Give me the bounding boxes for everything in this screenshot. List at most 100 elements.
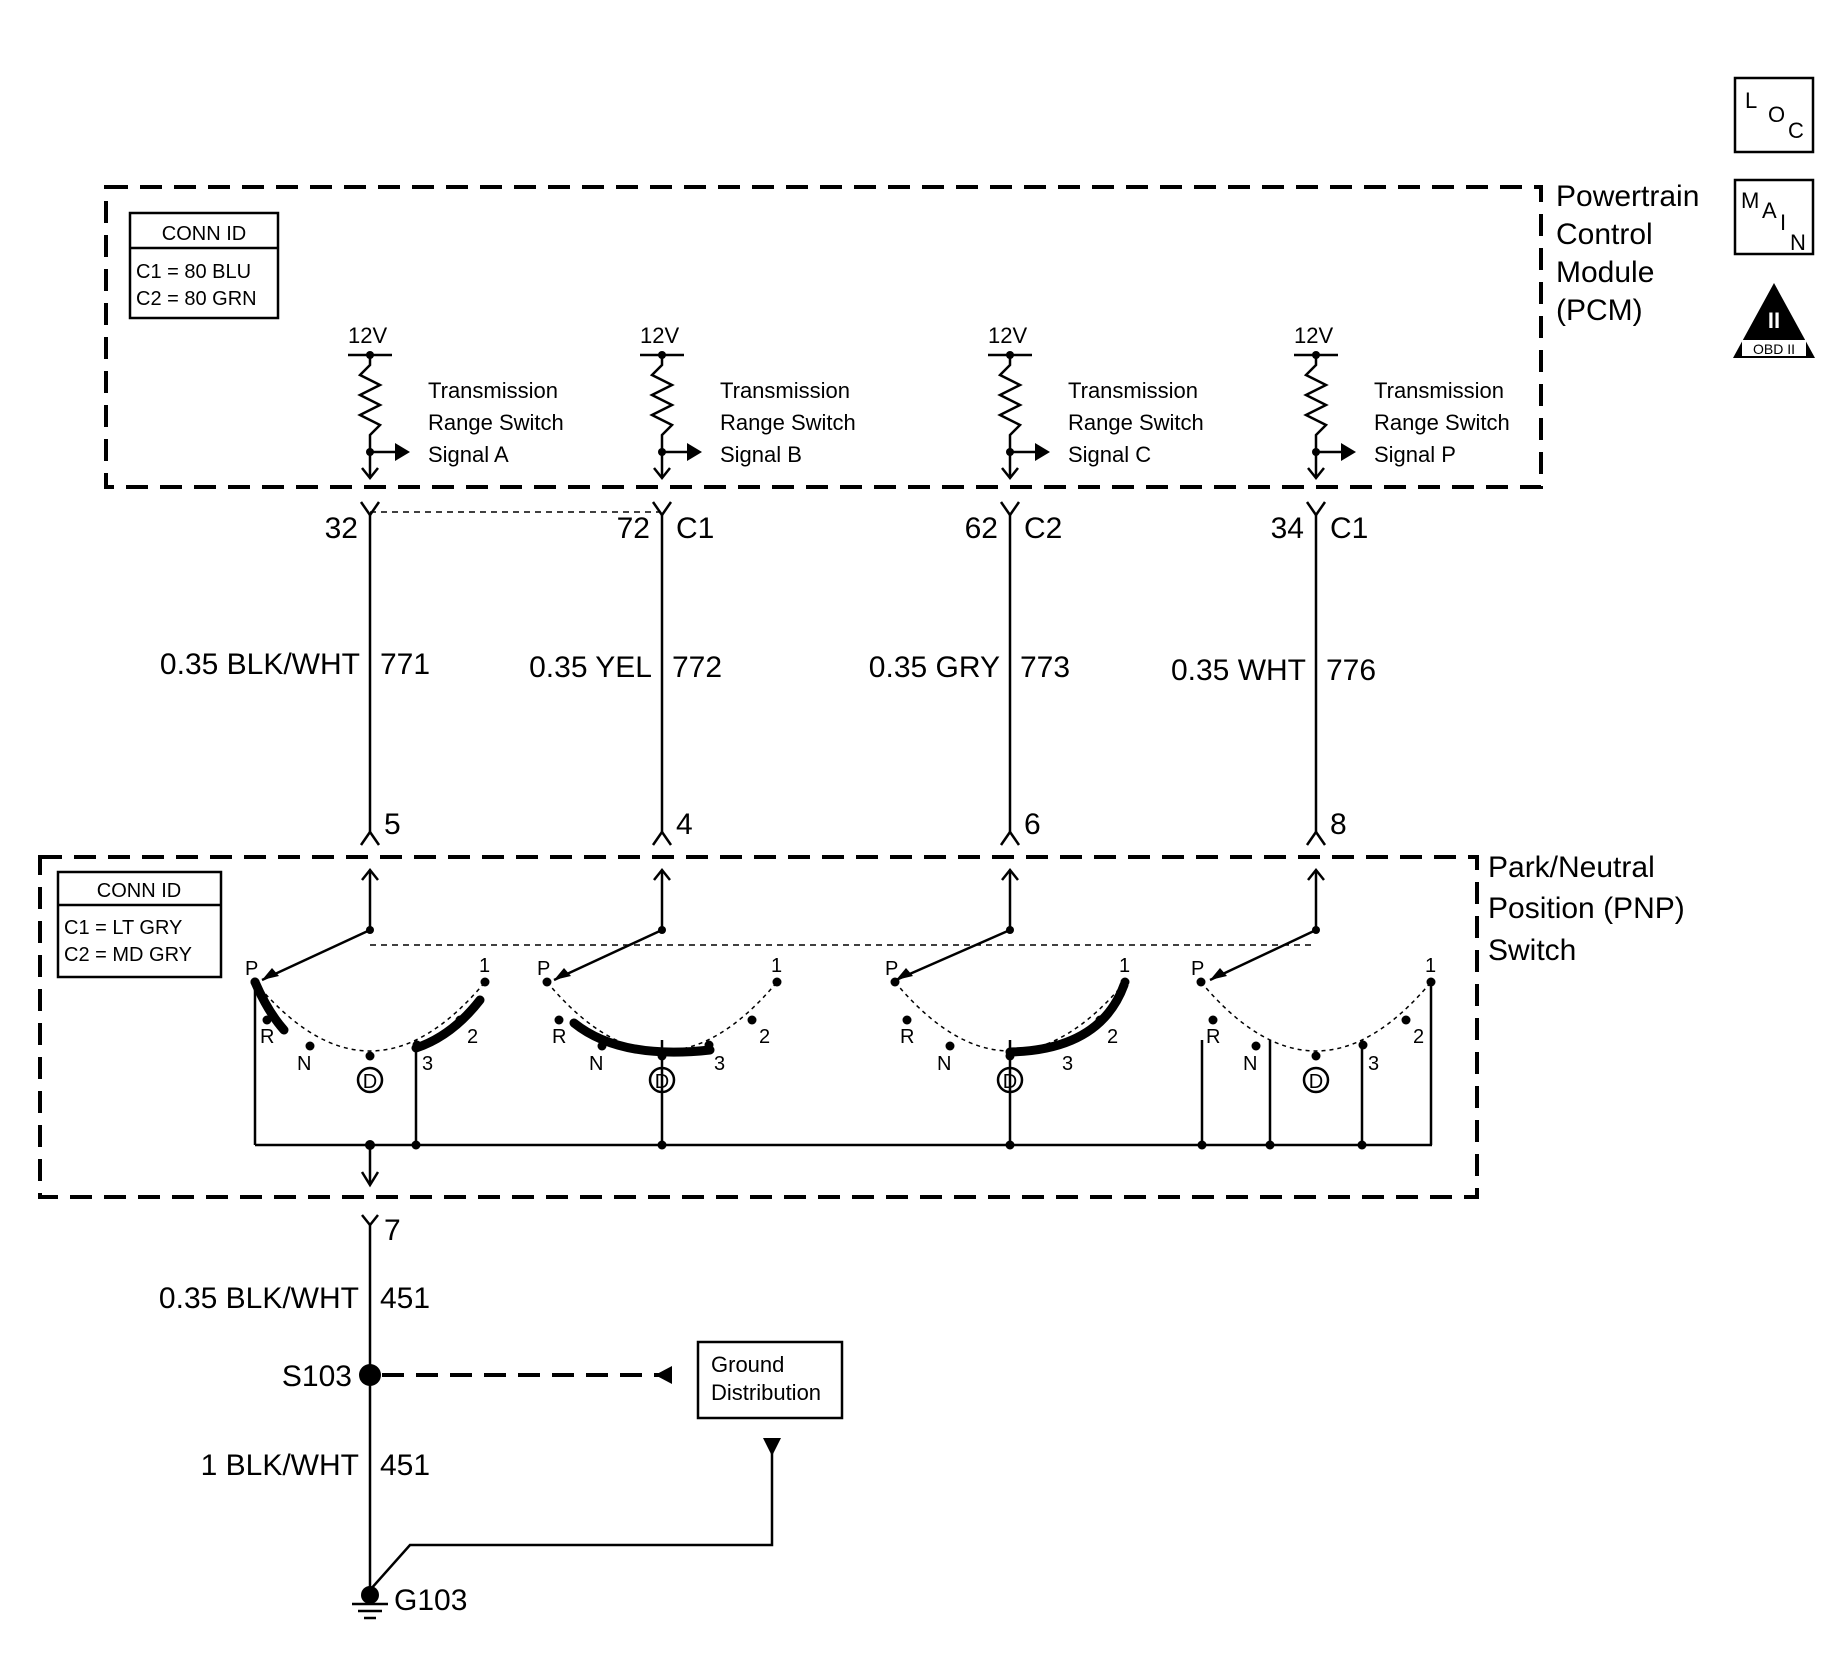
- svg-text:Range Switch: Range Switch: [1374, 410, 1510, 435]
- svg-text:C2 = MD GRY: C2 = MD GRY: [64, 944, 192, 966]
- wire-color-label: 0.35 BLK/WHT: [160, 648, 360, 681]
- svg-text:O: O: [1768, 102, 1785, 127]
- svg-text:Transmission: Transmission: [720, 378, 850, 403]
- svg-text:P: P: [245, 958, 258, 980]
- svg-text:2: 2: [1413, 1026, 1424, 1048]
- pnp-title-2: Position (PNP): [1488, 892, 1685, 925]
- pull-up-resistor: [1303, 355, 1329, 478]
- pcm-title-1: Powertrain: [1556, 180, 1699, 213]
- voltage-label: 12V: [640, 323, 679, 348]
- svg-text:Distribution: Distribution: [711, 1380, 821, 1405]
- pcm-pin-number: 34: [1271, 512, 1304, 545]
- svg-text:2: 2: [467, 1026, 478, 1048]
- svg-text:Ground: Ground: [711, 1352, 784, 1377]
- loc-icon[interactable]: L O C: [1733, 76, 1815, 154]
- svg-text:D: D: [1309, 1071, 1323, 1093]
- pnp-pin-number: 8: [1330, 808, 1347, 841]
- svg-text:1: 1: [479, 955, 490, 977]
- ground-wire-1-circuit: 451: [380, 1282, 430, 1315]
- pcm-pin-number: 32: [325, 512, 358, 545]
- wire-color-label: 0.35 YEL: [529, 651, 652, 684]
- svg-text:1: 1: [1119, 955, 1130, 977]
- wire-color-label: 0.35 GRY: [869, 651, 1000, 684]
- svg-text:D: D: [363, 1071, 377, 1093]
- pcm-connector: C2: [1024, 512, 1062, 545]
- svg-text:C1 = LT GRY: C1 = LT GRY: [64, 917, 182, 939]
- pcm-title-4: (PCM): [1556, 294, 1643, 327]
- svg-text:Transmission: Transmission: [1068, 378, 1198, 403]
- svg-text:3: 3: [422, 1053, 433, 1075]
- svg-text:3: 3: [1368, 1053, 1379, 1075]
- ground-wire-2-color: 1 BLK/WHT: [201, 1449, 359, 1482]
- svg-text:Transmission: Transmission: [428, 378, 558, 403]
- svg-text:3: 3: [1062, 1053, 1073, 1075]
- obd-ii-icon[interactable]: II OBD II: [1733, 283, 1815, 358]
- svg-text:2: 2: [1107, 1026, 1118, 1048]
- pcm-conn-id-box: CONN ID C1 = 80 BLU C2 = 80 GRN: [128, 211, 280, 320]
- ground-wire-1-color: 0.35 BLK/WHT: [159, 1282, 359, 1315]
- pnp-boundary: [38, 855, 1479, 1199]
- circuit-number: 773: [1020, 651, 1070, 684]
- svg-text:Range Switch: Range Switch: [428, 410, 564, 435]
- pnp-conn-id-box: CONN ID C1 = LT GRY C2 = MD GRY: [56, 870, 223, 979]
- svg-text:R: R: [552, 1026, 566, 1048]
- ground-point-label: G103: [394, 1584, 467, 1617]
- pnp-pin-number: 6: [1024, 808, 1041, 841]
- svg-text:A: A: [1762, 198, 1777, 223]
- svg-text:M: M: [1741, 188, 1759, 213]
- pnp-pin-number: 5: [384, 808, 401, 841]
- pnp-title-3: Switch: [1488, 934, 1576, 967]
- svg-text:P: P: [1191, 958, 1204, 980]
- svg-text:OBD II: OBD II: [1753, 341, 1795, 357]
- svg-text:N: N: [1790, 230, 1806, 255]
- main-icon[interactable]: M A I N: [1733, 178, 1815, 256]
- pcm-title-3: Module: [1556, 256, 1654, 289]
- svg-text:N: N: [937, 1053, 951, 1075]
- svg-text:P: P: [537, 958, 550, 980]
- voltage-label: 12V: [988, 323, 1027, 348]
- wire-0[interactable]: 32 0.35 BLK/WHT 771 5: [160, 501, 430, 934]
- svg-text:Range Switch: Range Switch: [1068, 410, 1204, 435]
- svg-text:N: N: [589, 1053, 603, 1075]
- svg-text:R: R: [900, 1026, 914, 1048]
- svg-text:II: II: [1768, 308, 1780, 333]
- ground-wire-2-circuit: 451: [380, 1449, 430, 1482]
- svg-text:P: P: [885, 958, 898, 980]
- voltage-label: 12V: [1294, 323, 1333, 348]
- pcm-connector: C1: [676, 512, 714, 545]
- splice-label: S103: [282, 1360, 352, 1393]
- circuit-number: 771: [380, 648, 430, 681]
- svg-text:1: 1: [771, 955, 782, 977]
- svg-text:Signal B: Signal B: [720, 442, 802, 467]
- ground-distribution-box[interactable]: Ground Distribution: [696, 1340, 844, 1420]
- ground-pin-label: 7: [384, 1214, 401, 1247]
- svg-text:N: N: [297, 1053, 311, 1075]
- svg-text:C2 = 80 GRN: C2 = 80 GRN: [136, 288, 257, 310]
- pcm-connector: C1: [1330, 512, 1368, 545]
- svg-text:Signal A: Signal A: [428, 442, 509, 467]
- svg-text:Signal P: Signal P: [1374, 442, 1456, 467]
- svg-text:Signal C: Signal C: [1068, 442, 1151, 467]
- wire-color-label: 0.35 WHT: [1171, 654, 1306, 687]
- svg-text:CONN ID: CONN ID: [162, 223, 246, 245]
- svg-text:3: 3: [714, 1053, 725, 1075]
- svg-text:2: 2: [759, 1026, 770, 1048]
- svg-text:C: C: [1788, 118, 1804, 143]
- svg-text:R: R: [260, 1026, 274, 1048]
- pnp-title-1: Park/Neutral: [1488, 851, 1655, 884]
